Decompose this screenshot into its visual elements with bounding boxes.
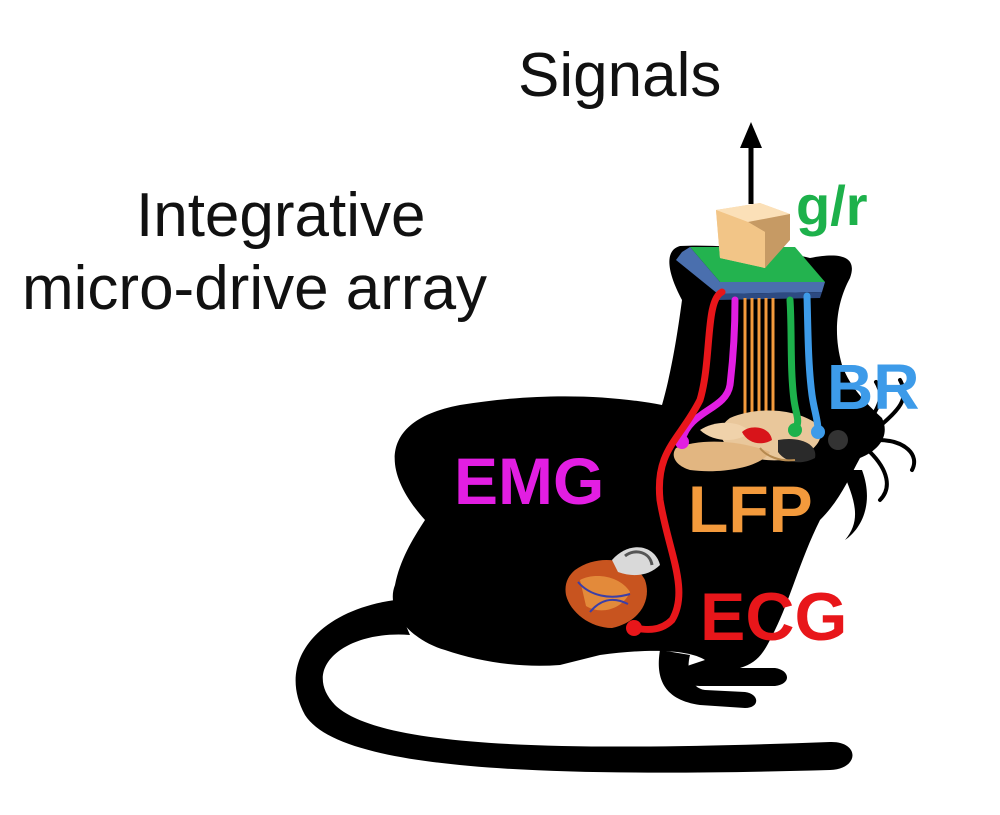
rat-front-paw bbox=[658, 650, 757, 708]
rat-silhouette bbox=[295, 245, 917, 773]
lfp-label: LFP bbox=[688, 472, 813, 546]
rat-ear bbox=[842, 470, 867, 540]
rat-eye bbox=[828, 430, 848, 450]
gr-label: g/r bbox=[796, 174, 868, 237]
ecg-wire-end bbox=[626, 620, 642, 636]
connector-block bbox=[716, 203, 790, 268]
heart-icon bbox=[565, 547, 660, 628]
emg-label: EMG bbox=[454, 444, 605, 518]
drive-label-line2: micro-drive array bbox=[22, 254, 488, 323]
ecg-wire bbox=[632, 288, 726, 634]
up-arrow-icon bbox=[740, 122, 762, 204]
platform-bottom-edge bbox=[716, 292, 822, 300]
ecg-label: ECG bbox=[700, 579, 848, 655]
rat-tail bbox=[295, 600, 853, 773]
br-wire bbox=[803, 292, 822, 434]
br-wire-end bbox=[811, 425, 825, 439]
emg-wire bbox=[678, 296, 739, 444]
br-label: BR bbox=[827, 351, 920, 423]
gr-wire-end bbox=[788, 423, 802, 437]
platform-edge-blue bbox=[676, 247, 825, 294]
rat-whiskers bbox=[868, 378, 917, 502]
gr-wire bbox=[786, 296, 802, 432]
drive-label-line1: Integrative bbox=[136, 181, 426, 250]
lfp-wires bbox=[743, 298, 775, 425]
rat-body bbox=[392, 245, 885, 686]
signals-label: Signals bbox=[518, 41, 722, 110]
